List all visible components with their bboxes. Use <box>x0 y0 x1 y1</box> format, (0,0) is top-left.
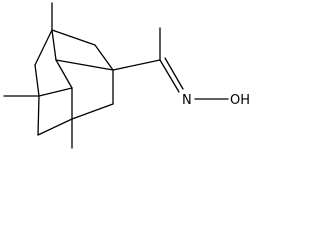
bond <box>55 59 114 71</box>
bond <box>71 103 114 120</box>
double-bond-cn <box>159 59 180 93</box>
bond <box>94 44 114 71</box>
bond <box>38 87 73 97</box>
bond <box>112 59 161 71</box>
double-bond-cn <box>164 57 184 90</box>
molecule-diagram: N OH <box>3 2 250 149</box>
bond <box>34 29 53 66</box>
bond <box>51 29 57 61</box>
hydroxyl-label: OH <box>230 93 250 108</box>
bond <box>51 29 96 46</box>
molecule-structure: N OH <box>3 2 250 149</box>
bond <box>34 64 40 97</box>
bond <box>37 118 73 136</box>
bond <box>55 59 73 89</box>
oxime-nitrogen-label: N <box>182 93 192 108</box>
bond <box>37 95 40 136</box>
